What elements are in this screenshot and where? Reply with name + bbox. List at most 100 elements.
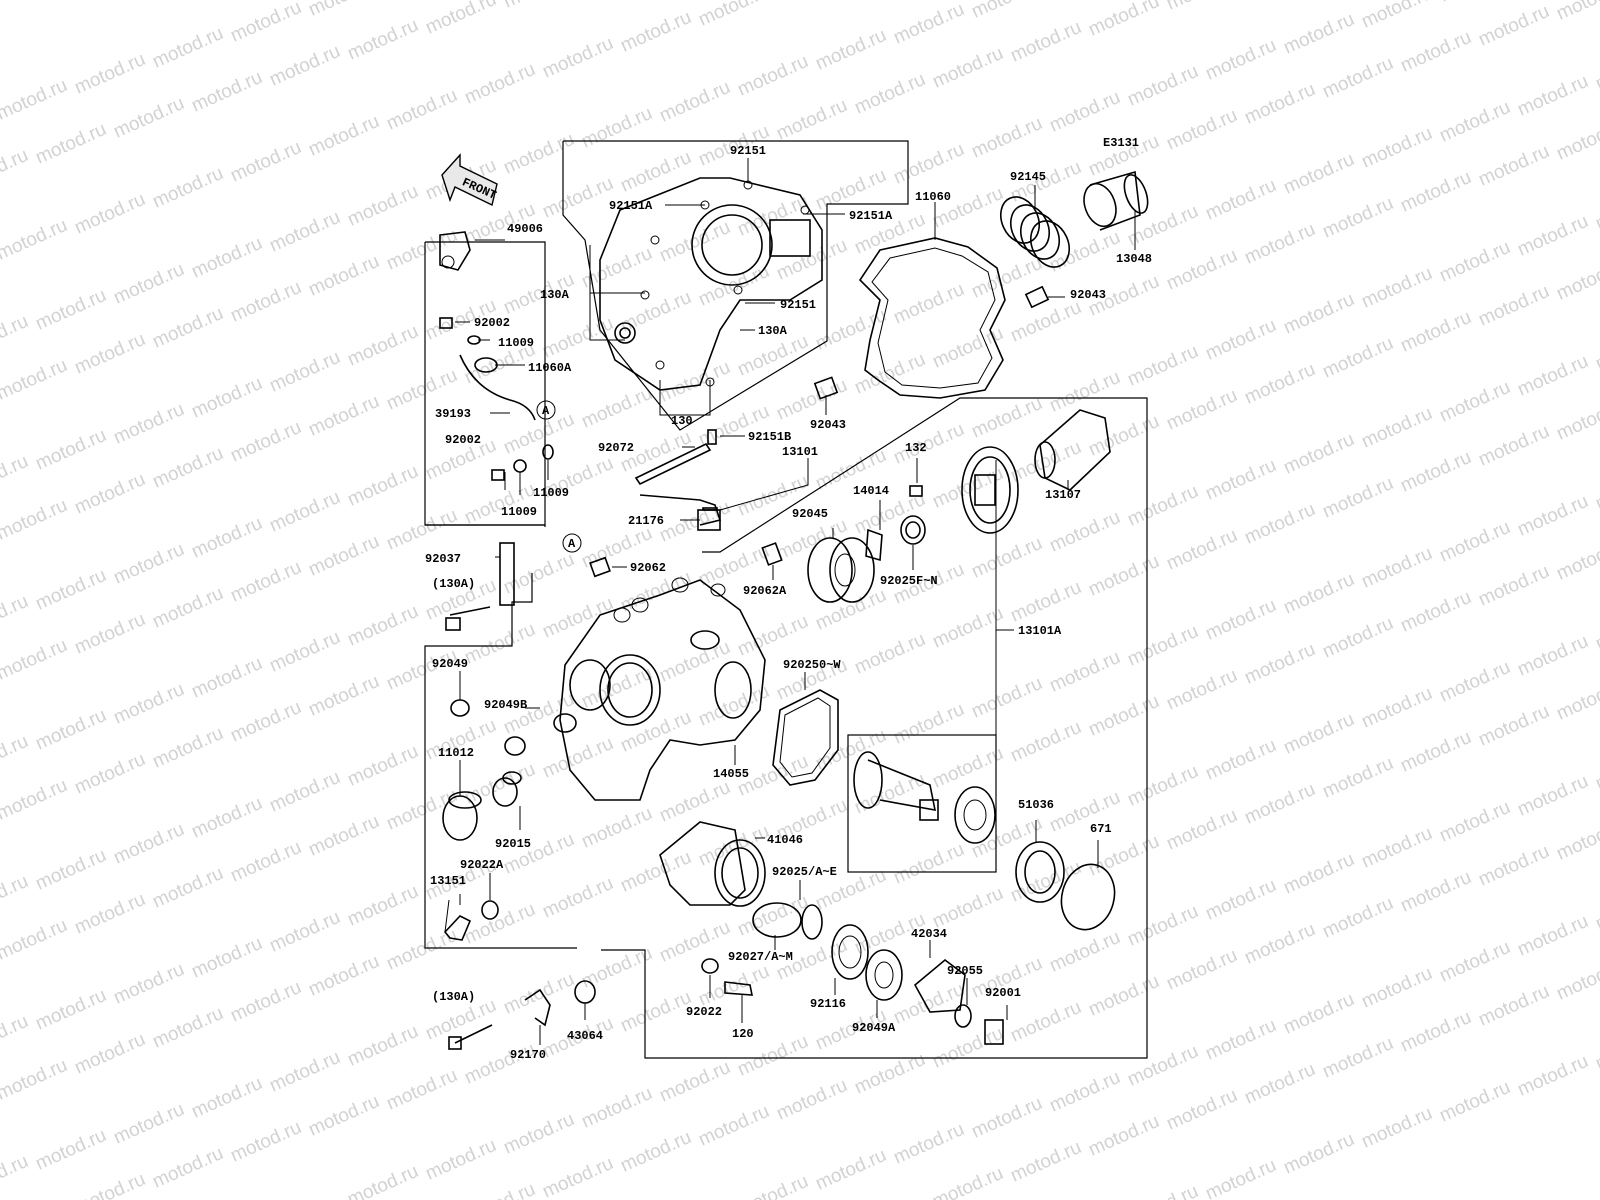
- watermark-text: motod.ru: [890, 139, 967, 189]
- watermark-text: motod.ru: [695, 961, 772, 1011]
- watermark-text: motod.ru: [1124, 621, 1201, 671]
- bearing-92045: [807, 537, 875, 603]
- watermark-text: motod.ru: [773, 95, 850, 145]
- watermark-text: motod.ru: [1280, 709, 1357, 759]
- label-92015: 92015: [495, 837, 531, 851]
- watermark-text: motod.ru: [0, 355, 71, 405]
- watermark-text: motod.ru: [1085, 691, 1162, 741]
- watermark-text: motod.ru: [422, 1135, 499, 1185]
- watermark-text: motod.ru: [1085, 0, 1162, 41]
- watermark-text: motod.ru: [1046, 507, 1123, 557]
- label-92025FN: 92025F~N: [880, 574, 938, 588]
- watermark-text: motod.ru: [1436, 797, 1513, 847]
- watermark-text: motod.ru: [1163, 385, 1240, 435]
- label-92025OW: 920250~W: [783, 658, 841, 672]
- watermark-text: motod.ru: [71, 189, 148, 239]
- watermark-text: motod.ru: [383, 925, 460, 975]
- watermark-text: motod.ru: [1241, 219, 1318, 269]
- watermark-text: motod.ru: [1124, 341, 1201, 391]
- label-92001: 92001: [985, 986, 1021, 1000]
- watermark-text: motod.ru: [929, 43, 1006, 93]
- watermark-text: motod.ru: [461, 899, 538, 949]
- label-92049B: 92049B: [484, 698, 527, 712]
- watermark-text: motod.ru: [305, 251, 382, 301]
- watermark-text: motod.ru: [1397, 727, 1474, 777]
- watermark-text: motod.ru: [1319, 53, 1396, 103]
- label-11060: 11060: [915, 190, 951, 204]
- label-51036: 51036: [1018, 798, 1054, 812]
- watermark-text: motod.ru: [1085, 551, 1162, 601]
- watermark-text: motod.ru: [773, 1075, 850, 1125]
- watermark-text: motod.ru: [929, 323, 1006, 373]
- watermark-text: motod.ru: [656, 917, 733, 967]
- watermark-text: motod.ru: [1163, 245, 1240, 295]
- watermark-text: motod.ru: [617, 147, 694, 197]
- watermark-text: motod.ru: [227, 1117, 304, 1167]
- label-13101A: 13101A: [1018, 624, 1062, 638]
- watermark-text: motod.ru: [1436, 97, 1513, 147]
- watermark-text: motod.ru: [1358, 683, 1435, 733]
- watermark-text: motod.ru: [812, 25, 889, 75]
- watermark-text: motod.ru: [578, 383, 655, 433]
- plug-92062: [589, 556, 611, 578]
- watermark-text: motod.ru: [1124, 761, 1201, 811]
- group-frames: [424, 140, 1148, 1059]
- watermark-text: motod.ru: [1007, 297, 1084, 347]
- watermark-text: motod.ru: [32, 985, 109, 1035]
- watermark-text: motod.ru: [1319, 193, 1396, 243]
- watermark-text: motod.ru: [968, 673, 1045, 723]
- label-11012: 11012: [438, 746, 474, 760]
- watermark-text: motod.ru: [227, 137, 304, 187]
- cam-13048: [1083, 170, 1149, 231]
- label-92116: 92116: [810, 997, 846, 1011]
- watermark-text: motod.ru: [71, 1169, 148, 1200]
- watermark-text: motod.ru: [1514, 351, 1591, 401]
- label-92037: 92037: [425, 552, 461, 566]
- watermark-text: motod.ru: [1592, 185, 1600, 235]
- watermark-text: motod.ru: [656, 637, 733, 687]
- watermark-text: motod.ru: [1436, 657, 1513, 707]
- watermark-text: motod.ru: [1358, 403, 1435, 453]
- watermark-text: motod.ru: [266, 767, 343, 817]
- watermark-text: motod.ru: [149, 303, 226, 353]
- watermark-text: motod.ru: [305, 531, 382, 581]
- label-92055: 92055: [947, 964, 983, 978]
- watermark-text: motod.ru: [1592, 745, 1600, 795]
- label-120: 120: [732, 1027, 754, 1041]
- watermark-text: motod.ru: [71, 609, 148, 659]
- watermark-text: motod.ru: [1553, 675, 1600, 725]
- watermark-text: motod.ru: [110, 819, 187, 869]
- watermark-text: motod.ru: [344, 1161, 421, 1200]
- watermark-text: motod.ru: [1319, 613, 1396, 663]
- watermark-text: motod.ru: [1085, 411, 1162, 461]
- gasket-11060: [858, 237, 1006, 399]
- watermark-text: motod.ru: [227, 837, 304, 887]
- watermark-text: motod.ru: [188, 67, 265, 117]
- watermark-text: motod.ru: [461, 619, 538, 669]
- watermark-text: motod.ru: [1241, 359, 1318, 409]
- watermark-text: motod.ru: [1202, 455, 1279, 505]
- watermark-text: motod.ru: [968, 253, 1045, 303]
- watermark-text: motod.ru: [32, 705, 109, 755]
- watermark-text: motod.ru: [266, 487, 343, 537]
- watermark-text: motod.ru: [1358, 963, 1435, 1013]
- watermark-text: motod.ru: [344, 461, 421, 511]
- watermark-text: motod.ru: [1475, 281, 1552, 331]
- watermark-text: motod.ru: [1436, 237, 1513, 287]
- watermark-text: motod.ru: [149, 1003, 226, 1053]
- shaft-13107: [1034, 409, 1111, 491]
- label-13107: 13107: [1045, 488, 1081, 502]
- watermark-text: motod.ru: [1592, 325, 1600, 375]
- label-13048: 13048: [1116, 252, 1152, 266]
- watermark-text: motod.ru: [1280, 429, 1357, 479]
- watermark-text: motod.ru: [812, 305, 889, 355]
- watermark-text: motod.ru: [539, 733, 616, 783]
- watermark-text: motod.ru: [578, 103, 655, 153]
- bottom-small-parts: [448, 958, 753, 1050]
- watermark-text: motod.ru: [1319, 753, 1396, 803]
- watermark-text: motod.ru: [1436, 1077, 1513, 1127]
- watermark-text: motod.ru: [32, 425, 109, 475]
- watermark-text: motod.ru: [1397, 867, 1474, 917]
- watermark-text: motod.ru: [1553, 815, 1600, 865]
